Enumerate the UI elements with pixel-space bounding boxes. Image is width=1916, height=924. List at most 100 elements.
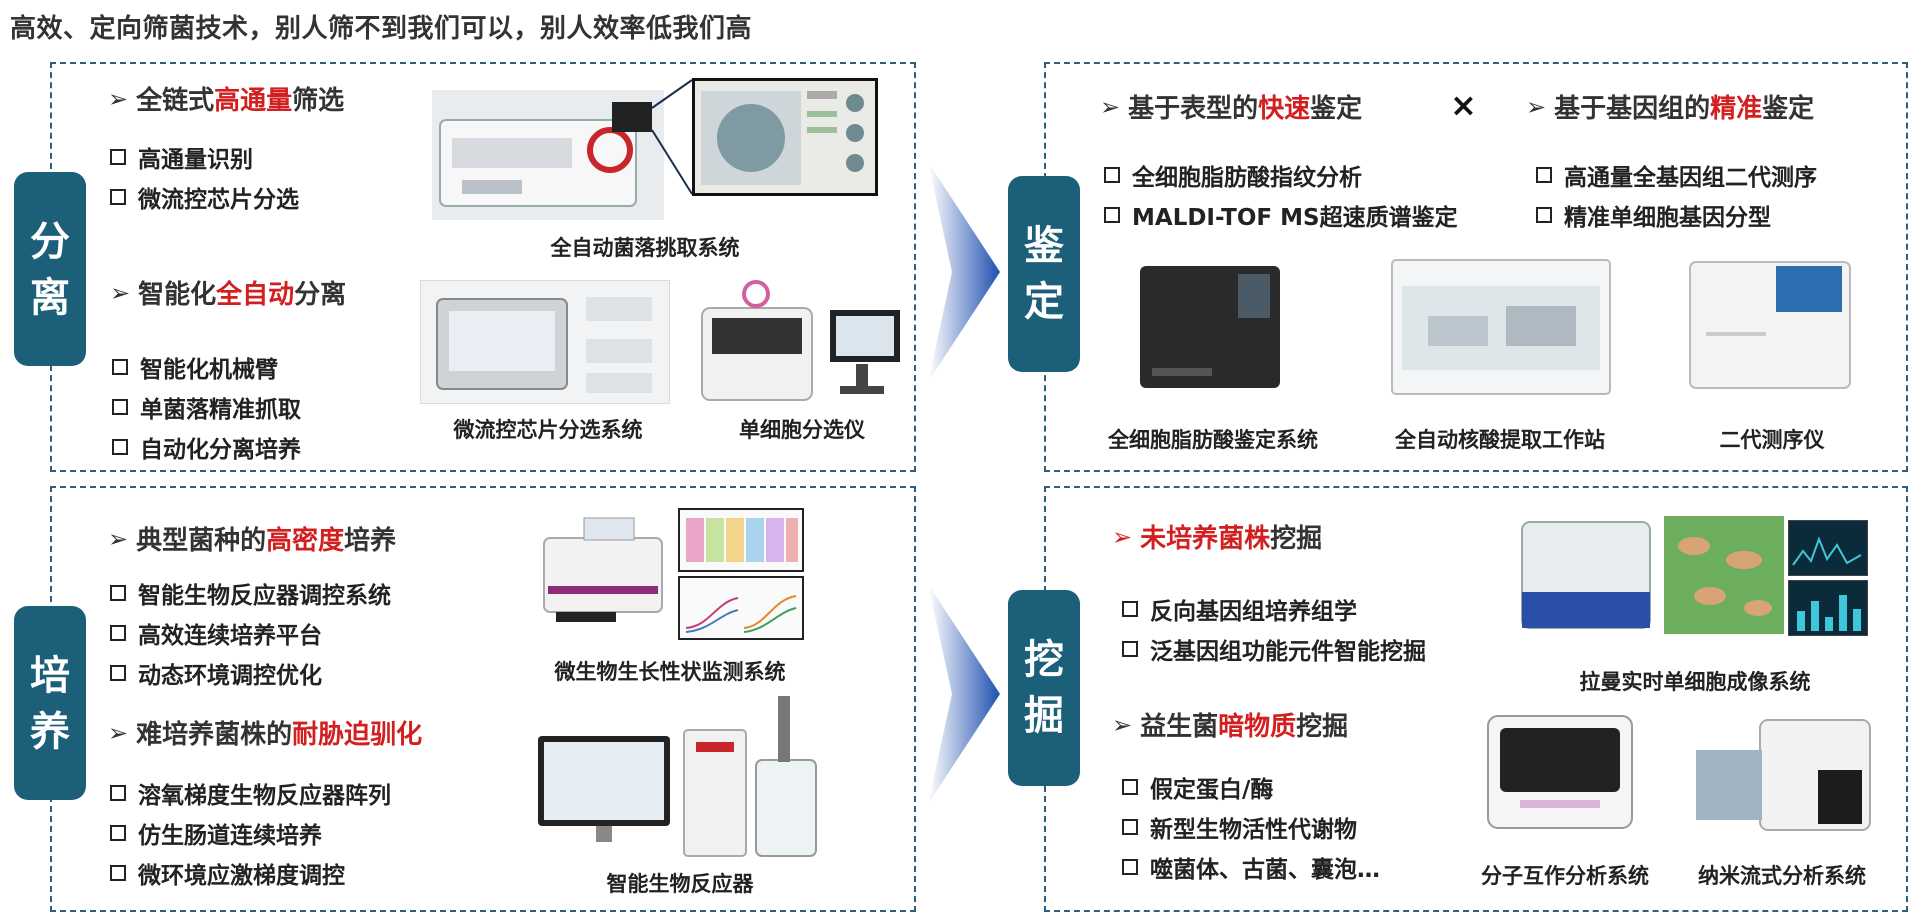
raman-spectrum-top <box>1788 520 1868 576</box>
arrowhead-icon: ➢ <box>1112 522 1133 551</box>
culture-tag-char-2: 养 <box>30 709 70 755</box>
growth-monitor-photo <box>538 510 672 630</box>
checkbox-square-icon <box>1536 207 1552 223</box>
heading-text: 基于基因组的 <box>1554 94 1711 124</box>
heading-highlight: 高密度 <box>266 526 345 556</box>
bar-spectrum-illustration <box>1797 595 1861 631</box>
list-item: 微环境应激梯度调控 <box>110 856 345 890</box>
list-item: 高效连续培养平台 <box>110 616 322 650</box>
checkbox-square-icon <box>1122 779 1138 795</box>
checkbox-square-icon <box>1104 167 1120 183</box>
checkbox-square-icon <box>110 665 126 681</box>
checkbox-square-icon <box>110 865 126 881</box>
heading-text: 典型菌种的 <box>136 526 267 556</box>
heading-highlight: 精准 <box>1710 94 1763 124</box>
sequencer-illustration <box>1689 261 1851 389</box>
nucleic-acid-station-photo <box>1388 256 1614 406</box>
checkbox-square-icon <box>1536 167 1552 183</box>
growth-heatmap-screen <box>678 508 804 572</box>
list-item: 反向基因组培养组学 <box>1122 592 1357 626</box>
identification-tag-char-2: 定 <box>1024 279 1064 325</box>
caption-bioreactor: 智能生物反应器 <box>606 872 754 896</box>
list-item: 新型生物活性代谢物 <box>1122 810 1357 844</box>
cross-icon: × <box>1450 86 1477 124</box>
separation-heading-1: ➢ 全链式高通量筛选 <box>108 80 344 117</box>
raman-spectrum-bottom <box>1788 580 1868 636</box>
arrowhead-icon: ➢ <box>1112 710 1133 739</box>
heading-text: 益生菌 <box>1140 712 1219 742</box>
identification-heading-2: ➢ 基于基因组的精准鉴定 <box>1526 88 1814 125</box>
microfluidic-illustration <box>436 297 652 393</box>
caption-molecular: 分子互作分析系统 <box>1481 864 1649 888</box>
checkbox-square-icon <box>112 359 128 375</box>
checkbox-square-icon <box>1104 207 1120 223</box>
heading-highlight: 全自动 <box>216 280 295 310</box>
caption-nucleic-acid: 全自动核酸提取工作站 <box>1395 428 1605 452</box>
separation-tag-char-2: 离 <box>30 275 70 321</box>
checkbox-square-icon <box>110 189 126 205</box>
growth-curve-screen <box>678 576 804 640</box>
growth-curve-illustration <box>685 595 797 633</box>
mining-tag: 挖 掘 <box>1008 590 1080 786</box>
list-item: 泛基因组功能元件智能挖掘 <box>1122 632 1426 666</box>
heading-text: 鉴定 <box>1310 94 1363 124</box>
separation-heading-2: ➢ 智能化全自动分离 <box>110 274 346 311</box>
page-headline: 高效、定向筛菌技术，别人筛不到我们可以，别人效率低我们高 <box>10 14 753 44</box>
heading-text: 挖掘 <box>1296 712 1349 742</box>
heatmap-illustration <box>686 518 798 562</box>
fatty-acid-system-photo <box>1134 256 1286 394</box>
spectrum-illustration <box>1792 536 1862 566</box>
nucleic-acid-illustration <box>1391 259 1611 395</box>
list-item: 智能生物反应器调控系统 <box>110 576 391 610</box>
single-cell-sorter-illustration <box>701 280 900 401</box>
single-cell-sorter-photo <box>696 278 908 408</box>
heading-highlight: 未培养菌株 <box>1140 524 1271 554</box>
caption-growth-monitor: 微生物生长性状监测系统 <box>554 660 786 684</box>
separation-tag-char-1: 分 <box>30 219 70 265</box>
nanoflow-illustration <box>1696 719 1871 831</box>
culture-heading-1: ➢ 典型菌种的高密度培养 <box>108 520 396 557</box>
caption-raman: 拉曼实时单细胞成像系统 <box>1579 670 1811 694</box>
list-item-label: 自动化分离培养 <box>140 437 301 463</box>
heading-text: 全链式 <box>136 86 215 116</box>
identification-tag-char-1: 鉴 <box>1024 223 1064 269</box>
list-item-label: 仿生肠道连续培养 <box>138 823 322 849</box>
heading-text: 智能化 <box>138 280 217 310</box>
list-item-label: 微环境应激梯度调控 <box>138 863 345 889</box>
list-item-label: 智能生物反应器调控系统 <box>138 583 391 609</box>
mining-heading-1: ➢ 未培养菌株挖掘 <box>1112 518 1322 555</box>
list-item-label: 反向基因组培养组学 <box>1150 599 1357 625</box>
heading-highlight: 耐胁迫驯化 <box>292 720 423 750</box>
fatty-acid-illustration <box>1140 266 1280 388</box>
flow-arrow-bottom <box>928 584 1000 804</box>
caption-nanoflow: 纳米流式分析系统 <box>1698 864 1866 888</box>
list-item-label: 泛基因组功能元件智能挖掘 <box>1150 639 1426 665</box>
sequencer-photo <box>1686 256 1856 394</box>
flow-arrow-top <box>928 162 1000 382</box>
list-item-label: 微流控芯片分选 <box>138 187 299 213</box>
list-item-label: 溶氧梯度生物反应器阵列 <box>138 783 391 809</box>
separation-tag: 分 离 <box>14 172 86 366</box>
culture-tag: 培 养 <box>14 606 86 800</box>
checkbox-square-icon <box>110 785 126 801</box>
heading-text: 培养 <box>344 526 397 556</box>
list-item: 动态环境调控优化 <box>110 656 322 690</box>
arrowhead-icon: ➢ <box>1526 92 1547 121</box>
colony-picker-screen <box>692 78 878 196</box>
list-item: 自动化分离培养 <box>112 430 301 464</box>
list-item: 噬菌体、古菌、囊泡… <box>1122 850 1380 884</box>
mining-tag-char-2: 掘 <box>1024 693 1064 739</box>
checkbox-square-icon <box>1122 819 1138 835</box>
raman-cell-image <box>1664 516 1784 634</box>
molecular-system-photo <box>1480 708 1640 836</box>
caption-single-cell-sorter: 单细胞分选仪 <box>739 418 865 442</box>
nanoflow-system-photo <box>1690 710 1876 840</box>
caption-sequencer: 二代测序仪 <box>1719 428 1825 452</box>
identification-tag: 鉴 定 <box>1008 176 1080 372</box>
bioreactor-illustration <box>538 696 817 857</box>
list-item: 高通量识别 <box>110 140 253 174</box>
microfluidic-system-photo <box>420 280 670 404</box>
heading-text: 鉴定 <box>1762 94 1815 124</box>
arrowhead-icon: ➢ <box>108 718 129 747</box>
arrowhead-icon: ➢ <box>108 524 129 553</box>
